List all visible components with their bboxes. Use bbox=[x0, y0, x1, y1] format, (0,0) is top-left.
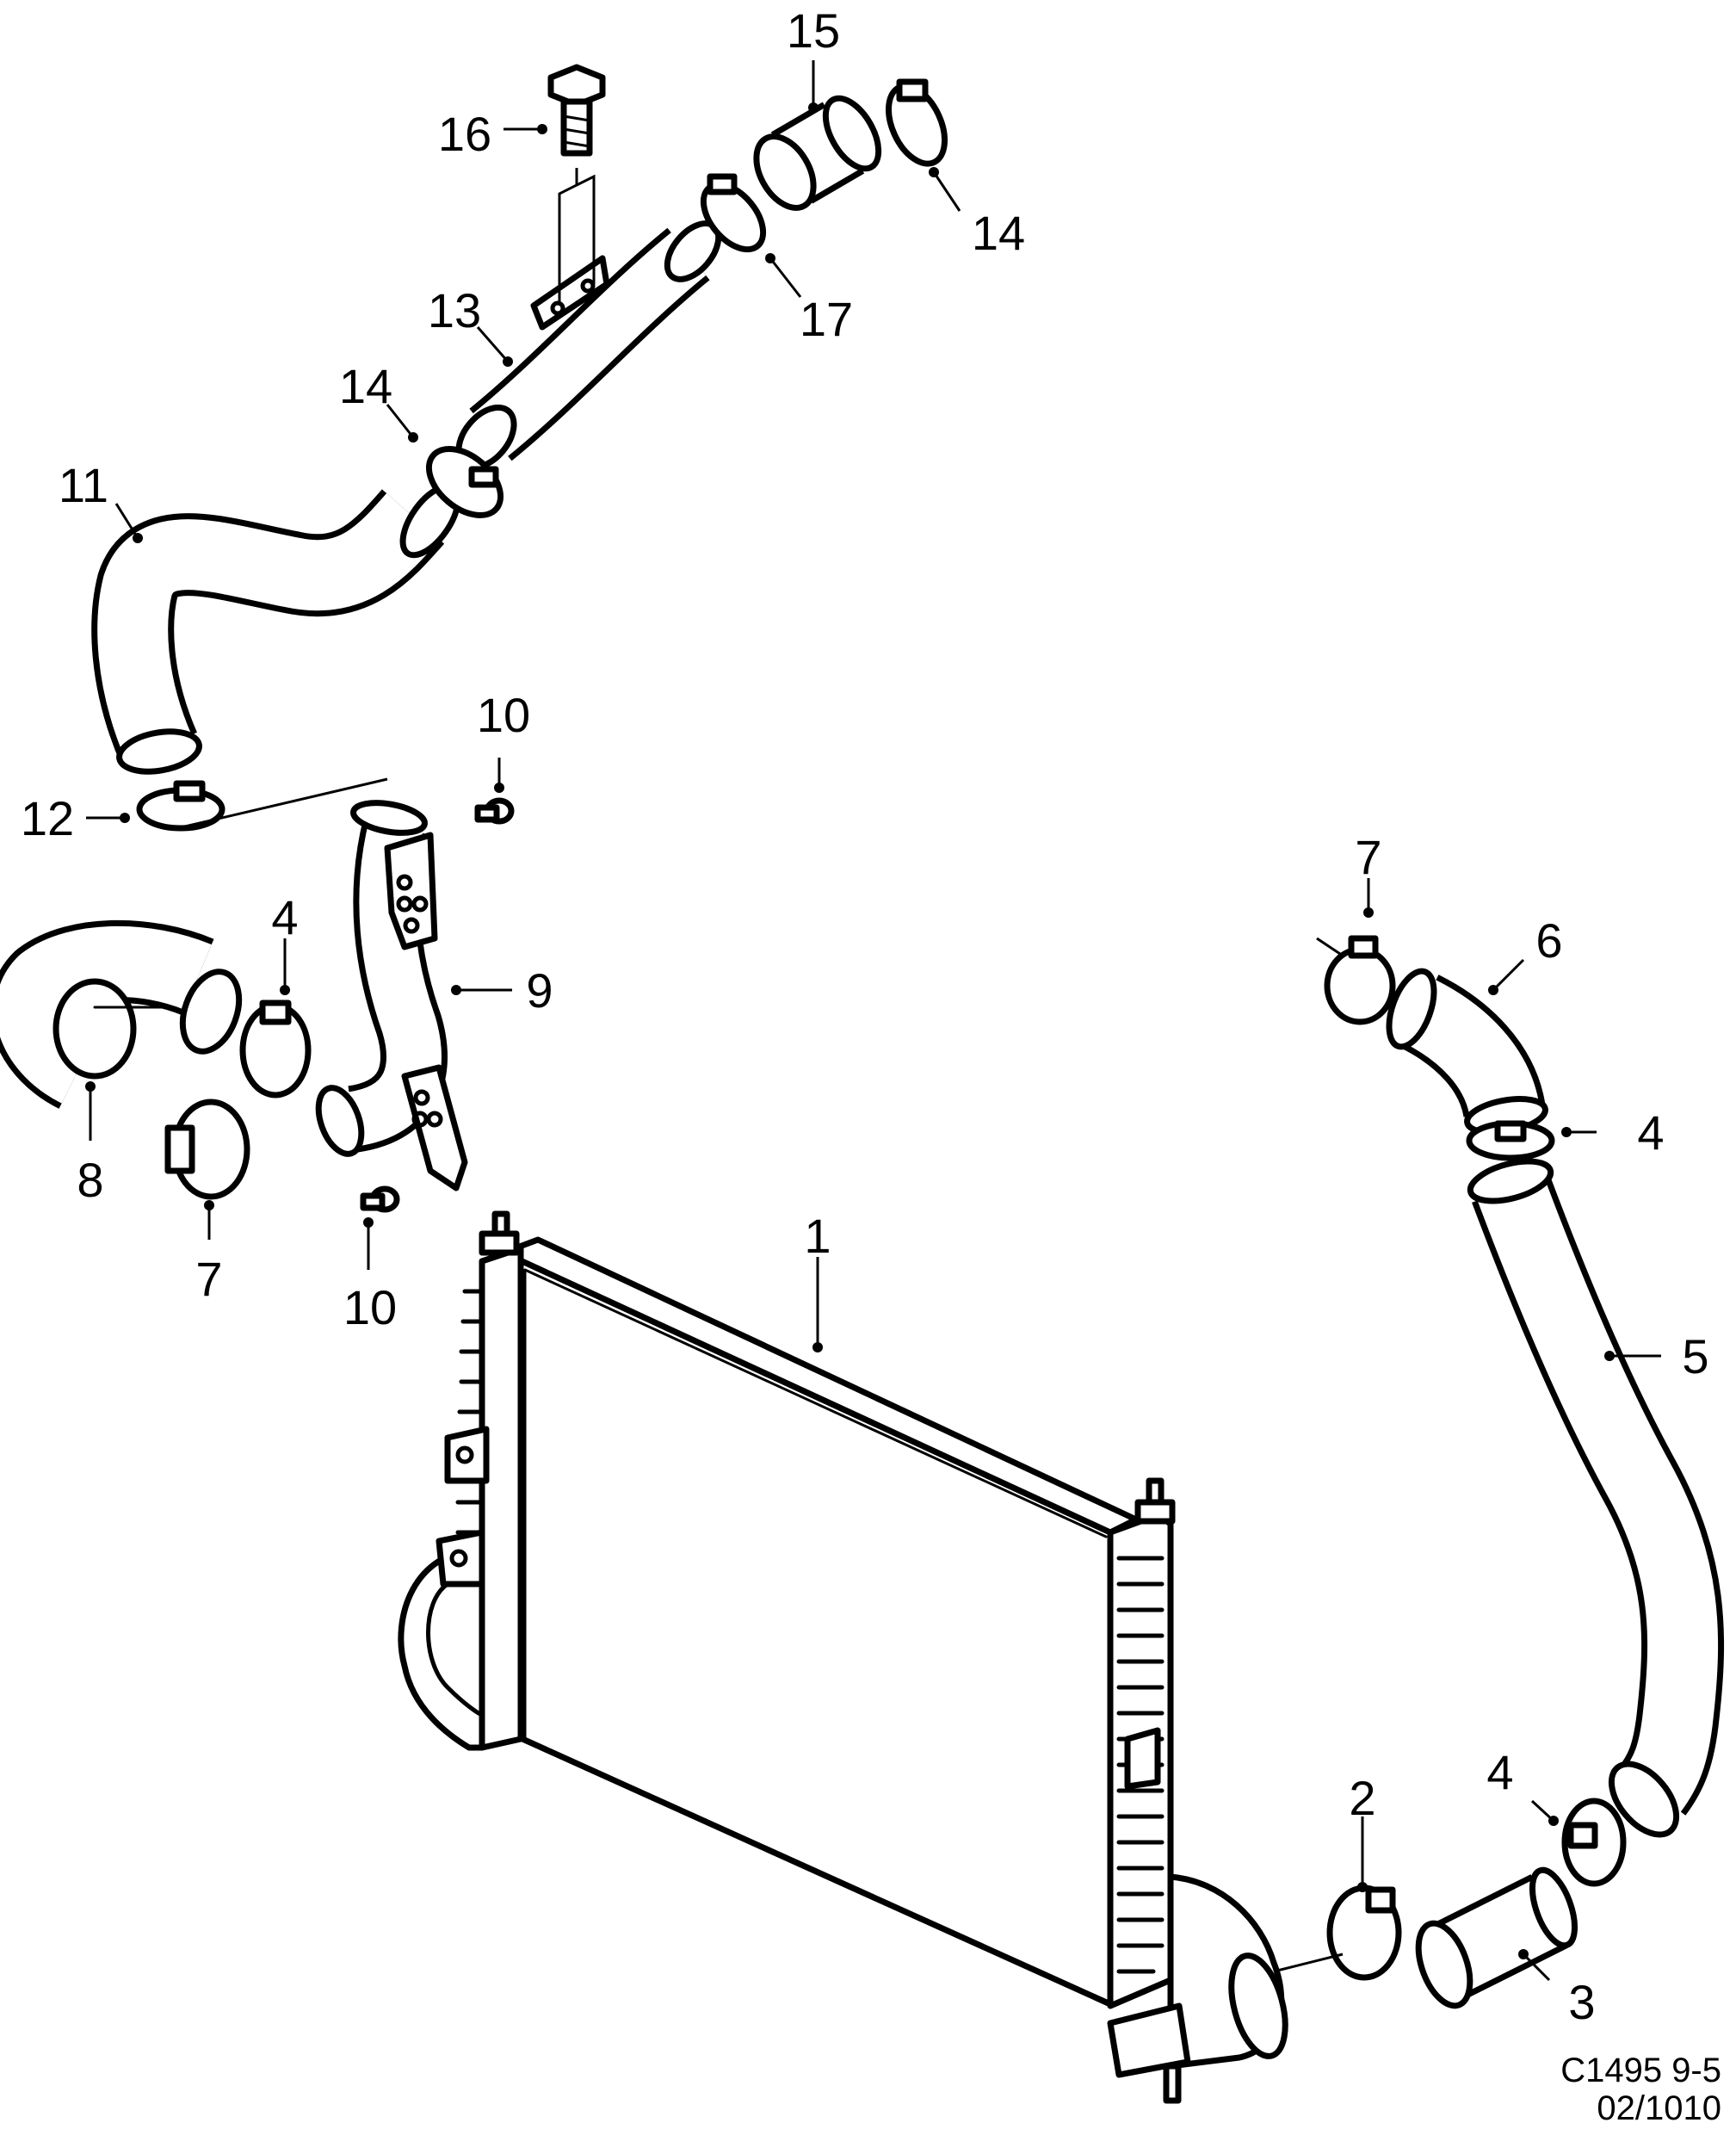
callout-7-right: 7 bbox=[1355, 830, 1381, 884]
clamp-17 bbox=[700, 173, 767, 253]
clamp-4-left bbox=[239, 1000, 312, 1099]
bolt-16 bbox=[547, 64, 606, 306]
intercooler bbox=[398, 1210, 1288, 2104]
hose-5 bbox=[1467, 1158, 1725, 1838]
callout-17: 17 bbox=[800, 292, 853, 346]
callout-16: 16 bbox=[438, 107, 491, 161]
clamp-2 bbox=[1326, 1885, 1402, 1981]
clamp-4-lower bbox=[1561, 1798, 1627, 1887]
clamp-14-mid bbox=[425, 446, 504, 518]
clamp-14-top bbox=[886, 78, 948, 167]
callout-15: 15 bbox=[787, 3, 840, 58]
clamp-4-right bbox=[1466, 1120, 1555, 1161]
pipe-13 bbox=[455, 220, 722, 471]
callout-6: 6 bbox=[1535, 913, 1562, 968]
figure-code: C1495 9-5 02/1010 bbox=[1560, 2052, 1721, 2127]
hose-15 bbox=[753, 95, 882, 211]
callout-11: 11 bbox=[59, 458, 108, 512]
clamp-7-right bbox=[1324, 935, 1396, 1025]
callout-4-left: 4 bbox=[271, 890, 298, 944]
callout-5: 5 bbox=[1682, 1329, 1708, 1383]
screw-10-bottom bbox=[360, 1185, 400, 1213]
callout-7-left: 7 bbox=[195, 1252, 222, 1306]
hose-11 bbox=[91, 483, 461, 775]
callout-4-lower: 4 bbox=[1486, 1745, 1513, 1799]
callout-4-right: 4 bbox=[1637, 1105, 1664, 1160]
callout-10-bottom: 10 bbox=[343, 1280, 397, 1334]
hose-6 bbox=[1386, 968, 1548, 1136]
callout-9: 9 bbox=[526, 963, 553, 1018]
pipe-9 bbox=[315, 800, 468, 1191]
callout-14-top: 14 bbox=[972, 206, 1025, 260]
callout-8: 8 bbox=[77, 1153, 103, 1207]
clamp-12 bbox=[136, 780, 225, 832]
callout-12: 12 bbox=[21, 791, 74, 845]
callout-1: 1 bbox=[804, 1209, 831, 1263]
callout-labels: 1 2 3 4 4 4 5 6 7 7 8 9 10 10 11 12 13 1… bbox=[21, 3, 1709, 2029]
callout-14-mid: 14 bbox=[339, 359, 392, 413]
callout-3: 3 bbox=[1568, 1975, 1595, 2029]
hose-8 bbox=[0, 919, 243, 1109]
clamp-7-left bbox=[164, 1099, 250, 1200]
callout-13: 13 bbox=[428, 283, 481, 337]
hose-3 bbox=[1415, 1866, 1578, 2009]
figure-code-line2: 02/1010 bbox=[1597, 2089, 1721, 2127]
screw-10-top bbox=[474, 797, 515, 825]
figure-code-line1: C1495 9-5 bbox=[1560, 2052, 1721, 2089]
callout-10-top: 10 bbox=[477, 688, 530, 742]
leader-lines bbox=[85, 60, 1661, 1982]
callout-2: 2 bbox=[1349, 1771, 1375, 1825]
